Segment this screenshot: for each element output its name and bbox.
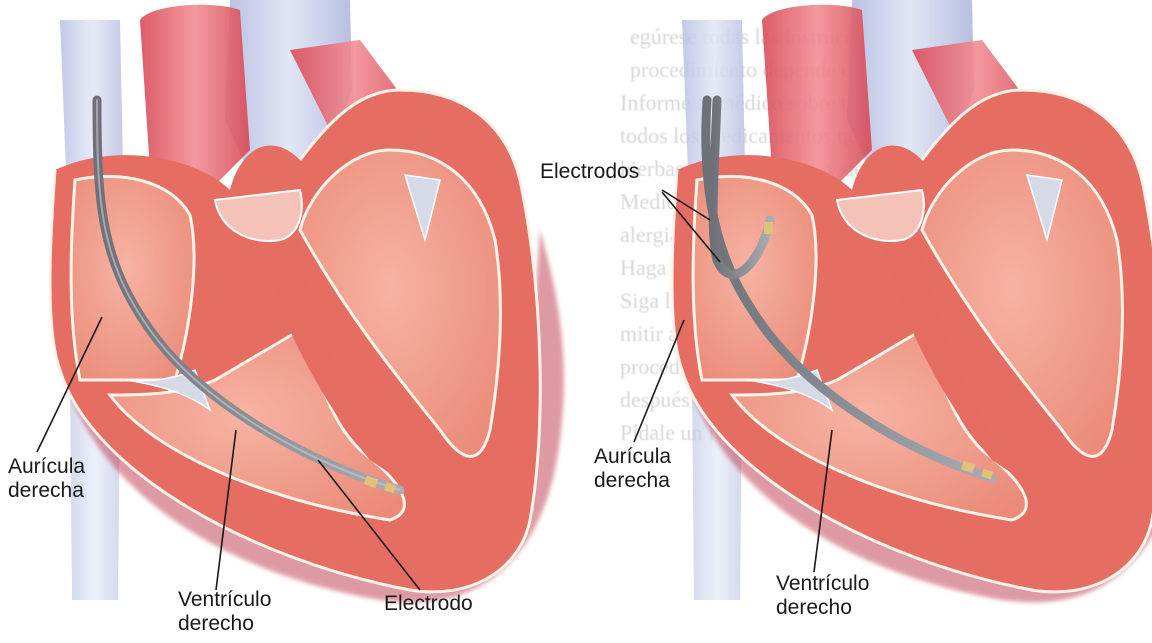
label-electrode: Electrodo xyxy=(384,592,473,616)
label-electrode-text: Electrodo xyxy=(384,592,473,616)
heart-diagram-single-lead xyxy=(37,0,564,602)
label-right-ventricle-2: Ventrículo derecho xyxy=(776,572,869,620)
label-right-atrium-2: Aurícula derecha xyxy=(594,445,671,493)
label-right-ventricle-line1: Ventrículo xyxy=(178,588,271,612)
label-right-atrium-line1: Aurícula xyxy=(8,455,85,479)
label-electrodes: Electrodos xyxy=(540,160,639,184)
heart-diagram-dual-lead xyxy=(634,0,1152,602)
leader-line-atrium xyxy=(634,320,684,442)
label-right-ventricle-2-line2: derecho xyxy=(776,596,869,620)
label-electrodes-text: Electrodos xyxy=(540,160,639,184)
atrial-electrode-tip xyxy=(764,222,773,234)
label-right-atrium-2-line1: Aurícula xyxy=(594,445,671,469)
label-right-atrium-2-line2: derecha xyxy=(594,469,671,493)
label-right-atrium: Aurícula derecha xyxy=(8,455,85,503)
right-atrium-chamber xyxy=(71,176,194,380)
label-right-ventricle-line2: derecho xyxy=(178,612,271,636)
label-right-atrium-line2: derecha xyxy=(8,479,85,503)
label-right-ventricle-2-line1: Ventrículo xyxy=(776,572,869,596)
label-right-ventricle: Ventrículo derecho xyxy=(178,588,271,636)
